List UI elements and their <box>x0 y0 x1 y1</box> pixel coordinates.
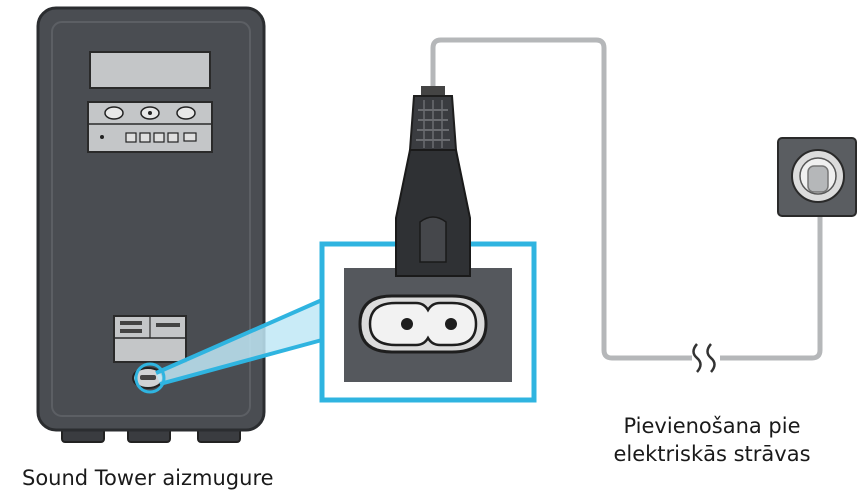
port-2 <box>139 132 151 143</box>
power-caption-line-2: elektriskās strāvas <box>613 442 811 466</box>
tower-connector-panel <box>87 101 213 153</box>
sound-tower-rear <box>36 6 266 443</box>
tower-label-panel <box>89 51 211 89</box>
inlet-pin-left <box>401 318 413 330</box>
port-1 <box>125 132 137 143</box>
power-plug <box>395 86 471 277</box>
plug-head <box>395 149 471 277</box>
port-5 <box>183 132 197 142</box>
tower-caption: Sound Tower aizmugure <box>22 466 274 490</box>
port-4 <box>167 132 179 143</box>
inlet-pin-right <box>445 318 457 330</box>
wall-outlet <box>777 137 857 217</box>
wall-plug <box>807 165 829 193</box>
zoom-beam <box>156 300 322 384</box>
port-3 <box>153 132 165 143</box>
cable-break-mark <box>692 343 716 373</box>
power-caption-line-1: Pievienošana pie <box>623 414 801 438</box>
power-caption: Pievienošana pie elektriskās strāvas <box>592 412 832 468</box>
zoom-highlight <box>134 298 323 394</box>
connector-button-1 <box>104 106 124 120</box>
connector-button-3 <box>176 106 196 120</box>
power-cable <box>430 37 692 361</box>
tower-inner-frame <box>51 21 251 417</box>
tower-rating-label <box>113 315 187 363</box>
